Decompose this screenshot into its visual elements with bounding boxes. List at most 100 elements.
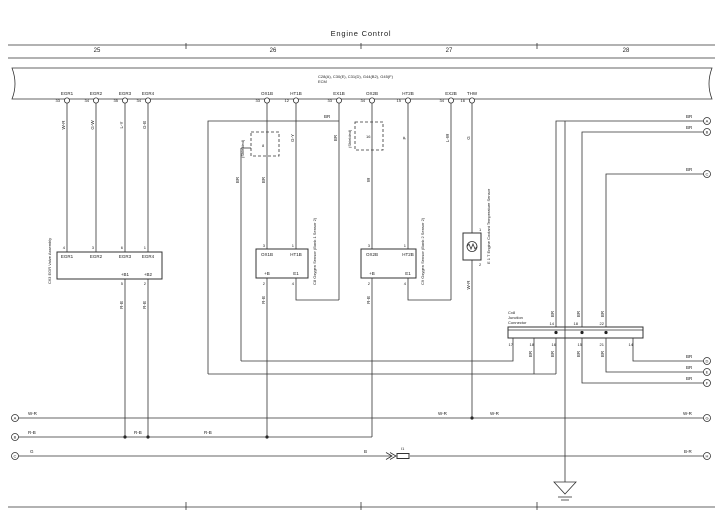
wire-color-egr-b2: R-B [142,301,147,309]
svg-text:G: G [705,416,708,421]
svg-text:34: 34 [85,98,90,103]
wire-color-junction-top: BR [550,310,555,317]
sensor2-pin-num: 1 [404,243,407,248]
egr-valve-label: C63 EGR Valve Assembly [47,238,52,284]
junction-label-1: Cx8 [508,310,516,315]
wire-junction-17 [241,338,514,362]
ecm-pin-egr2: EGR2 34 [85,91,103,104]
sensor2-pin-num: 4 [404,281,407,286]
ref-terminal-c: BR C [686,167,711,178]
svg-text:34: 34 [137,98,142,103]
egr-pin-num: 4 [63,245,66,250]
svg-text:33: 33 [328,98,333,103]
sensor2-pin-name: +B [369,271,375,276]
svg-text:E: E [706,370,709,375]
wire-ref-d [632,338,704,362]
svg-text:W-R: W-R [490,411,500,416]
bus-b: B R-B R-B R-B [11,430,372,441]
sensor1-pin-num: 4 [292,281,295,286]
ecm-pin-ex2b: EX2B 34 [440,91,457,104]
svg-text:R-B: R-B [204,430,212,435]
junction-pin-num: 17 [509,342,514,347]
svg-text:B: B [706,130,709,135]
svg-text:W-R: W-R [438,411,448,416]
shield-1-term: 8 [262,143,265,148]
ref-terminal-b: BR B [686,125,711,136]
ecm-body [11,67,713,100]
svg-text:EX2B: EX2B [445,91,457,96]
ecm-pin-egr3: EGR3 35 [114,91,132,104]
junction-dot [554,330,558,335]
svg-text:16: 16 [461,98,466,103]
wire-color-junction-bottom: BR [528,350,533,357]
thw-pin-num: 2 [479,262,482,267]
sensor1-pin-name: HT1B [290,252,302,257]
svg-text:B: B [14,435,17,440]
ecm-pin-egr4: EGR4 34 [137,91,155,104]
svg-text:BR: BR [686,114,693,119]
ecm-pin-egr1: EGR1 33 [56,91,74,104]
shield-loop-left [207,120,339,374]
svg-text:HT1B: HT1B [290,91,302,96]
wire-color-egr3: L-Y [119,121,124,128]
svg-text:EX1B: EX1B [333,91,345,96]
shield-2-term: 16 [366,134,371,139]
egr-pin-name: EGR3 [119,254,132,259]
wire-color-ex2b: L-W [445,133,450,142]
column-number-28: 28 [623,48,630,54]
egr-pin-num: 2 [144,281,147,286]
egr-pin-name: EGR4 [142,254,155,259]
svg-text:D: D [706,359,709,364]
egr-pin-name: +B2 [144,272,153,277]
svg-text:R-B: R-B [28,430,36,435]
wire-color-ox1b: BR [261,176,266,183]
svg-text:12: 12 [285,98,290,103]
wire-ref-e [605,338,704,373]
ref-terminal-d: BR D [686,354,711,365]
shield-box-1 [250,131,280,157]
sensor1-pin-num: 2 [263,281,266,286]
svg-text:R-B: R-B [134,430,142,435]
wire-color-junction-bottom: BR [576,350,581,357]
svg-text:OX2B: OX2B [366,91,378,96]
ecm-pin-ht2b: HT2B 15 [397,91,414,104]
inline-fuse: I1 [385,446,410,460]
wire-color-egr2: G-W [90,120,95,130]
wire-sensor2-e1 [407,278,451,301]
wire-color-ht1b: G-Y [290,134,295,142]
wire-ref-b [581,131,704,327]
svg-text:OX1B: OX1B [261,91,273,96]
wire-color-sensor1-b: R-B [261,296,266,304]
svg-text:B: B [364,449,367,454]
wire-color-egr4: G-B [142,121,147,129]
svg-text:A: A [706,119,709,124]
egr-pin-name: EGR1 [61,254,74,259]
svg-text:EGR2: EGR2 [90,91,103,96]
egr-pin-name: +B1 [121,272,130,277]
wire-color-ox2b: W [366,177,371,182]
svg-text:EGR1: EGR1 [61,91,74,96]
svg-text:B-R: B-R [684,449,693,454]
sensor1-pin-name: OX1B [261,252,273,257]
ecm-pin-ox1b: OX1B 33 [256,91,273,104]
sensor2-pin-num: 2 [368,281,371,286]
junction-dot [580,330,584,335]
svg-text:33: 33 [256,98,261,103]
junction-pin-num: 22 [600,321,605,326]
sensor2-pin-num: 3 [368,243,371,248]
wire-color-shield1: BR [235,176,240,183]
ref-terminal-a: BR A [686,114,711,125]
wire-color-egr-b1: R-B [119,301,124,309]
egr-pin-num: 3 [92,245,95,250]
oxygen-sensor-bank2-label: C9 Oxygen Sensor (Bank 2 Sensor 2) [420,217,425,285]
junction-pin-num: 16 [552,342,557,347]
ecm-pin-ox2b: OX2B 34 [361,91,378,104]
svg-text:I1: I1 [401,446,405,451]
wire-sensor1-e1 [295,278,339,301]
wire-color-ex1b: BR [333,134,338,141]
ecm-pin-ex1b: EX1B 33 [328,91,345,104]
svg-text:EGR4: EGR4 [142,91,155,96]
junction-pin-num: 18 [574,321,579,326]
wire-color-thw-bottom: W-R [466,280,471,290]
svg-text:33: 33 [56,98,61,103]
